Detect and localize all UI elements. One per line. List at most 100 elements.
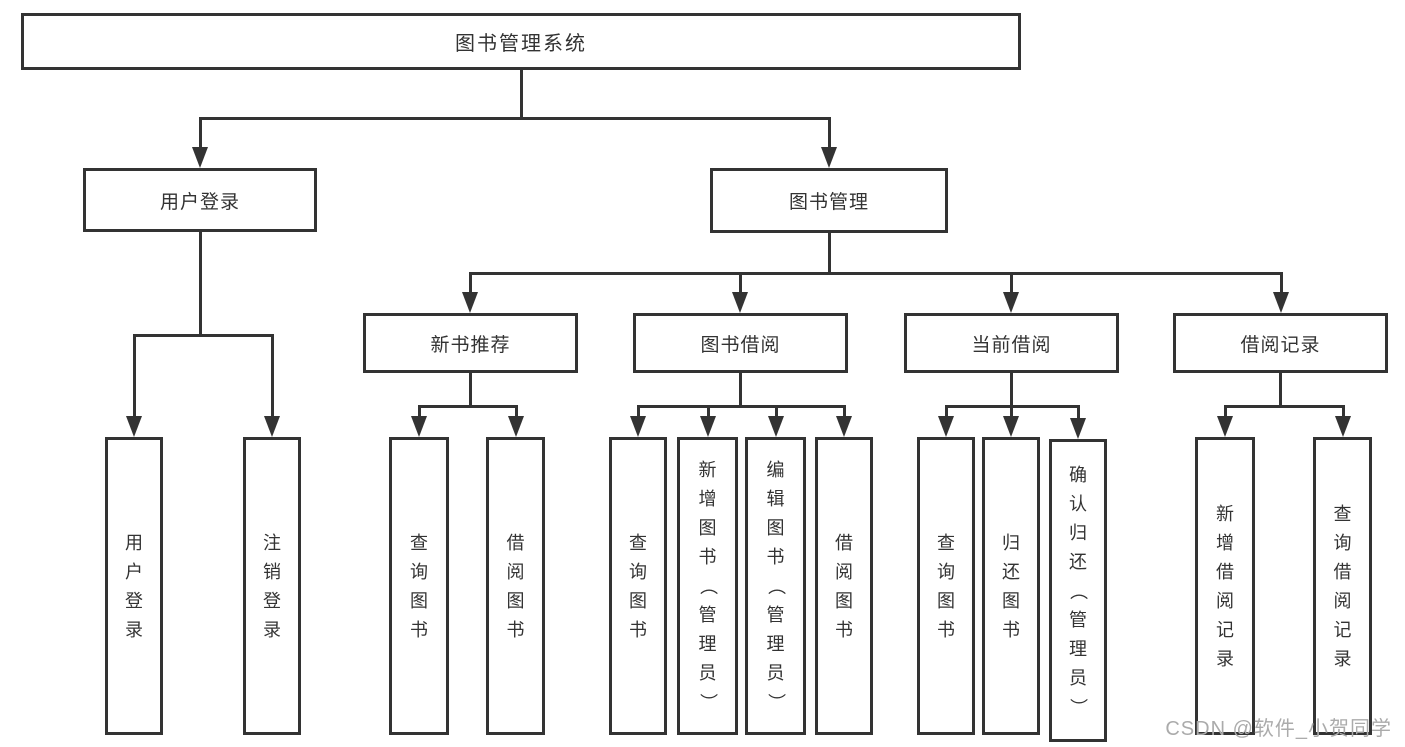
connector-drop-line	[132, 335, 136, 423]
connector-arrowhead	[699, 416, 716, 437]
connector-arrowhead	[1002, 292, 1019, 313]
vertical-char: ）	[765, 693, 786, 711]
vertical-char: 新	[698, 460, 717, 480]
vertical-char: 书	[410, 619, 428, 640]
node-borrow-records: 借阅记录	[1173, 313, 1388, 373]
node-leaf-cb-confirm: 确认归还（管理员）	[1049, 439, 1107, 742]
vertical-char: 管	[1069, 609, 1087, 630]
vertical-char: 新	[1216, 503, 1234, 524]
vertical-char: 阅	[835, 561, 853, 582]
connector-arrowhead	[1272, 292, 1289, 313]
vertical-char: 录	[1333, 648, 1352, 669]
connector-arrowhead	[410, 416, 427, 437]
connector-drop-line	[738, 273, 742, 299]
vertical-char: 登	[125, 590, 143, 611]
vertical-char: 录	[1216, 648, 1234, 669]
connector-arrowhead	[1216, 416, 1233, 437]
vertical-char: ）	[697, 693, 718, 711]
node-label: 图书管理系统	[455, 33, 587, 55]
vertical-char: 阅	[1216, 590, 1234, 611]
vertical-char: 借	[1216, 561, 1234, 582]
node-leaf-user-login: 用户登录	[105, 437, 163, 735]
connector-drop-line	[706, 406, 710, 423]
connector-drop-line	[1341, 406, 1345, 423]
connector-drop-line	[270, 335, 274, 423]
vertical-char: 书	[629, 619, 647, 640]
vertical-char: 图	[410, 590, 428, 611]
node-leaf-nb-query: 查询图书	[389, 437, 449, 735]
vertical-char: 认	[1069, 493, 1087, 514]
connector-drop-line	[1009, 273, 1013, 299]
vertical-char: 书	[506, 619, 525, 640]
vertical-char: 增	[1216, 532, 1234, 553]
node-label: 新增借阅记录	[1198, 440, 1252, 732]
node-leaf-nb-borrow: 借阅图书	[486, 437, 545, 735]
vertical-char: 员	[766, 663, 785, 683]
vertical-char: 查	[410, 532, 428, 553]
vertical-char: 员	[698, 663, 717, 683]
connector-branch-bar	[636, 404, 846, 408]
connector-arrowhead	[1002, 416, 1019, 437]
vertical-char: 借	[835, 532, 853, 553]
connector-branch-bar	[417, 404, 518, 408]
connector-arrowhead	[731, 292, 748, 313]
connector-drop-line	[1076, 406, 1080, 425]
connector-drop-line	[198, 118, 202, 154]
node-root: 图书管理系统	[21, 13, 1021, 70]
vertical-char: 登	[263, 590, 281, 611]
connector-arrowhead	[629, 416, 646, 437]
vertical-char: 书	[835, 619, 853, 640]
connector-trunk-line	[827, 232, 831, 274]
connector-drop-line	[514, 406, 518, 423]
node-label: 查询图书	[920, 440, 972, 732]
connector-drop-line	[636, 406, 640, 423]
node-leaf-bb-query: 查询图书	[609, 437, 667, 735]
vertical-char: 询	[629, 561, 647, 582]
vertical-char: 辑	[766, 489, 785, 509]
node-label: 查询图书	[392, 440, 446, 732]
node-label: 注销登录	[246, 440, 298, 732]
vertical-char: 图	[629, 590, 647, 611]
connector-arrowhead	[1334, 416, 1351, 437]
vertical-char: 图	[835, 590, 853, 611]
vertical-char: 管	[766, 605, 785, 625]
vertical-char: 图	[506, 590, 525, 611]
vertical-char: 管	[698, 605, 717, 625]
vertical-char: 确	[1069, 464, 1087, 485]
vertical-char: 图	[937, 590, 955, 611]
vertical-char: 借	[1333, 561, 1352, 582]
node-leaf-bb-add: 新增图书（管理员）	[677, 437, 738, 735]
vertical-char: 记	[1216, 619, 1234, 640]
vertical-char: ）	[1068, 697, 1088, 716]
node-leaf-bb-edit: 编辑图书（管理员）	[745, 437, 806, 735]
watermark: CSDN @软件_小贺同学	[1165, 718, 1392, 740]
vertical-char: 录	[263, 619, 281, 640]
connector-arrowhead	[507, 416, 524, 437]
connector-drop-line	[842, 406, 846, 423]
node-label: 借阅图书	[818, 440, 870, 732]
connector-branch-bar	[468, 271, 1283, 275]
node-label: 借阅图书	[489, 440, 542, 732]
vertical-char: 书	[698, 547, 717, 567]
node-label: 借阅记录	[1240, 334, 1321, 356]
connector-trunk-line	[468, 373, 472, 407]
node-label: 编辑图书（管理员）	[748, 440, 803, 732]
node-user-login: 用户登录	[83, 168, 317, 232]
connector-arrowhead	[937, 416, 954, 437]
connector-branch-bar	[132, 333, 274, 337]
node-current-borrow: 当前借阅	[904, 313, 1119, 373]
node-new-book-rec: 新书推荐	[363, 313, 578, 373]
vertical-char: 销	[263, 561, 281, 582]
vertical-char: 归	[1069, 522, 1087, 543]
vertical-char: 员	[1069, 667, 1087, 688]
node-leaf-bb-borrow: 借阅图书	[815, 437, 873, 735]
vertical-char: 理	[766, 634, 785, 654]
connector-branch-bar	[198, 116, 831, 120]
node-leaf-br-add: 新增借阅记录	[1195, 437, 1255, 735]
node-leaf-logout: 注销登录	[243, 437, 301, 735]
connector-branch-bar	[1223, 404, 1345, 408]
connector-trunk-line	[198, 232, 202, 336]
vertical-char: 查	[1333, 503, 1352, 524]
